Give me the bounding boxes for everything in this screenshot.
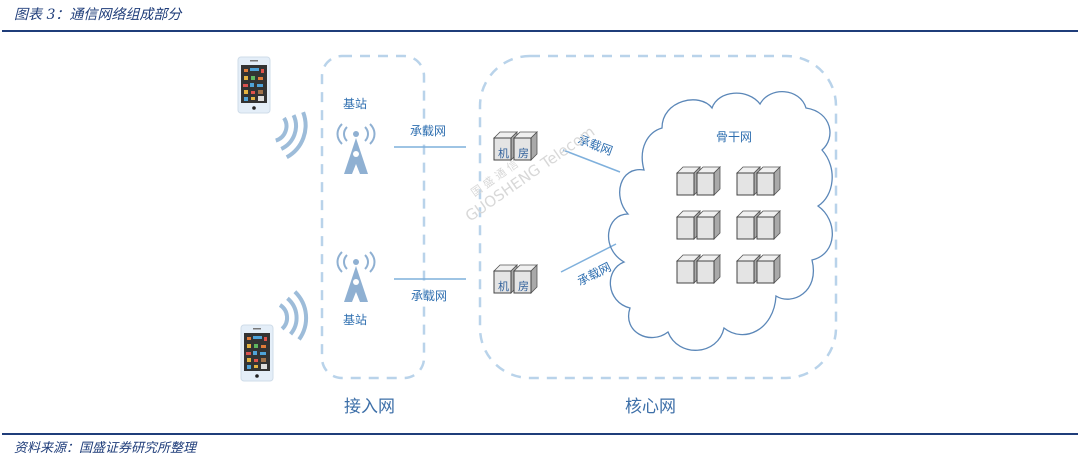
base-station-label: 基站 (343, 313, 367, 327)
base-station-label: 基站 (343, 97, 367, 111)
mobile-phone-bottom-icon (240, 324, 274, 382)
machine-room-char: 房 (518, 280, 529, 293)
access-network-boundary (320, 54, 426, 380)
backbone-server-icon (677, 211, 720, 239)
bearer-link-line (562, 149, 621, 173)
access-network-label: 接入网 (344, 397, 395, 417)
mobile-phone-top-icon (237, 56, 271, 114)
watermark: GUOSHENG Telecom 国 盛 通 信 (462, 122, 598, 225)
core-network-label: 核心网 (625, 397, 676, 417)
source-note: 资料来源：国盛证券研究所整理 (14, 441, 197, 456)
backbone-server-icon (737, 255, 780, 283)
core-network-boundary (478, 54, 838, 380)
bearer-link-line (560, 243, 617, 273)
title-divider (2, 30, 1078, 32)
base-station-tower-icon (336, 251, 376, 303)
bearer-network-label: 承载网 (410, 124, 446, 138)
machine-room-char: 机 (498, 279, 509, 293)
backbone-network-label: 骨干网 (716, 130, 752, 144)
machine-room-icon: 机 房 (494, 265, 537, 293)
backbone-server-icon (677, 255, 720, 283)
backbone-server-icon (737, 167, 780, 195)
machine-room-icon: 机 房 (494, 132, 537, 160)
bearer-network-label: 承载网 (575, 260, 613, 289)
wireless-signal-bottom-icon (276, 288, 311, 343)
figure-title: 图表 3：通信网络组成部分 (14, 7, 182, 23)
bearer-network-label: 承载网 (411, 289, 447, 303)
backbone-server-icon (737, 211, 780, 239)
backbone-cloud (608, 91, 833, 351)
machine-room-char: 房 (518, 147, 529, 160)
source-divider (2, 433, 1078, 435)
machine-room-char: 机 (498, 146, 509, 160)
backbone-server-icon (677, 167, 720, 195)
wireless-signal-top-icon (269, 104, 314, 163)
base-station-tower-icon (336, 123, 376, 175)
